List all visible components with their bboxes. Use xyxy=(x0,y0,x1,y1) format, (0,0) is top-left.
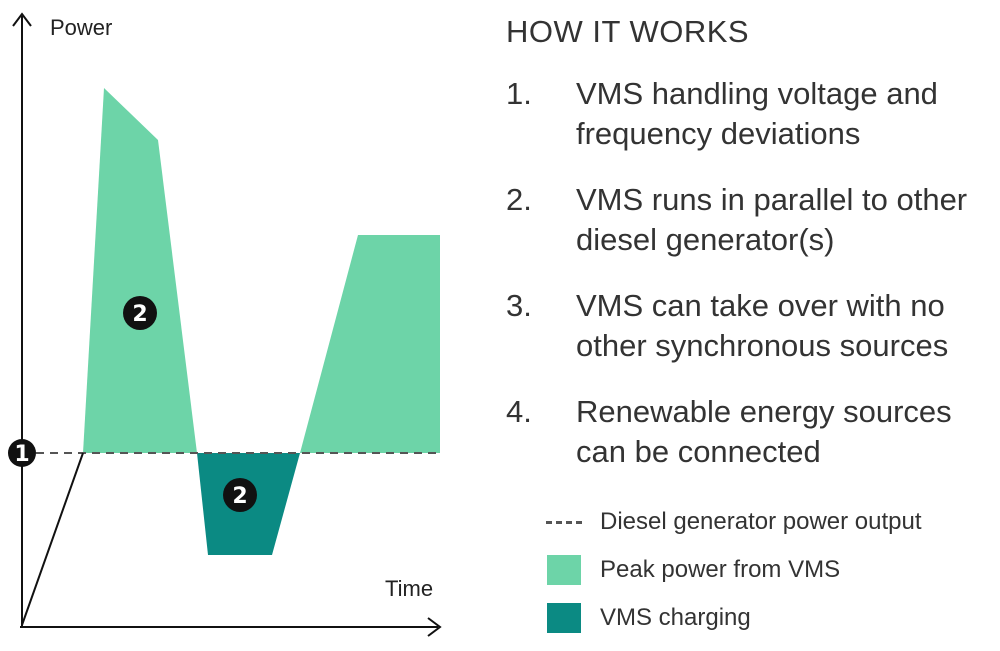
legend: Diesel generator power output Peak power… xyxy=(546,498,922,642)
step-text: Renewable energy sources can be connecte… xyxy=(576,394,952,469)
legend-item-peak: Peak power from VMS xyxy=(546,546,922,594)
marker-diesel-number: 1 xyxy=(14,442,29,467)
x-axis-arrow-icon xyxy=(427,617,442,637)
marker-charging-badge xyxy=(223,478,257,512)
step-item: 2. VMS runs in parallel to other diesel … xyxy=(506,180,996,260)
panel-heading: HOW IT WORKS xyxy=(506,14,750,49)
x-axis-label: Time xyxy=(385,576,433,601)
marker-peak-badge xyxy=(123,296,157,330)
step-item: 4. Renewable energy sources can be conne… xyxy=(506,392,996,472)
peak-power-area-left xyxy=(83,88,197,453)
how-it-works-panel: HOW IT WORKS 1. VMS handling voltage and… xyxy=(506,12,996,498)
y-axis-label: Power xyxy=(50,15,112,40)
step-item: 3. VMS can take over with no other synch… xyxy=(506,286,996,366)
marker-charging-number: 2 xyxy=(232,484,247,509)
legend-item-charging: VMS charging xyxy=(546,594,922,642)
dashed-line-icon xyxy=(546,507,582,537)
step-number: 1. xyxy=(506,76,532,111)
step-text: VMS runs in parallel to other diesel gen… xyxy=(576,182,968,257)
diesel-ramp-line xyxy=(21,452,84,626)
legend-item-diesel: Diesel generator power output xyxy=(546,498,922,546)
step-number: 3. xyxy=(506,288,532,323)
marker-peak-number: 2 xyxy=(132,302,147,327)
charging-swatch-icon xyxy=(546,603,582,633)
step-text: VMS handling voltage and frequency devia… xyxy=(576,76,938,151)
power-time-diagram: Power Time 1 2 2 xyxy=(8,12,442,637)
y-axis-arrow-icon xyxy=(12,12,32,27)
peak-swatch-icon xyxy=(546,555,582,585)
step-number: 4. xyxy=(506,394,532,429)
step-number: 2. xyxy=(506,182,532,217)
legend-label: VMS charging xyxy=(600,604,751,631)
legend-label: Peak power from VMS xyxy=(600,556,841,583)
step-item: 1. VMS handling voltage and frequency de… xyxy=(506,74,996,154)
peak-power-area-right xyxy=(300,235,440,453)
step-text: VMS can take over with no other synchron… xyxy=(576,288,949,363)
legend-label: Diesel generator power output xyxy=(600,508,922,535)
marker-diesel-badge xyxy=(8,439,36,467)
